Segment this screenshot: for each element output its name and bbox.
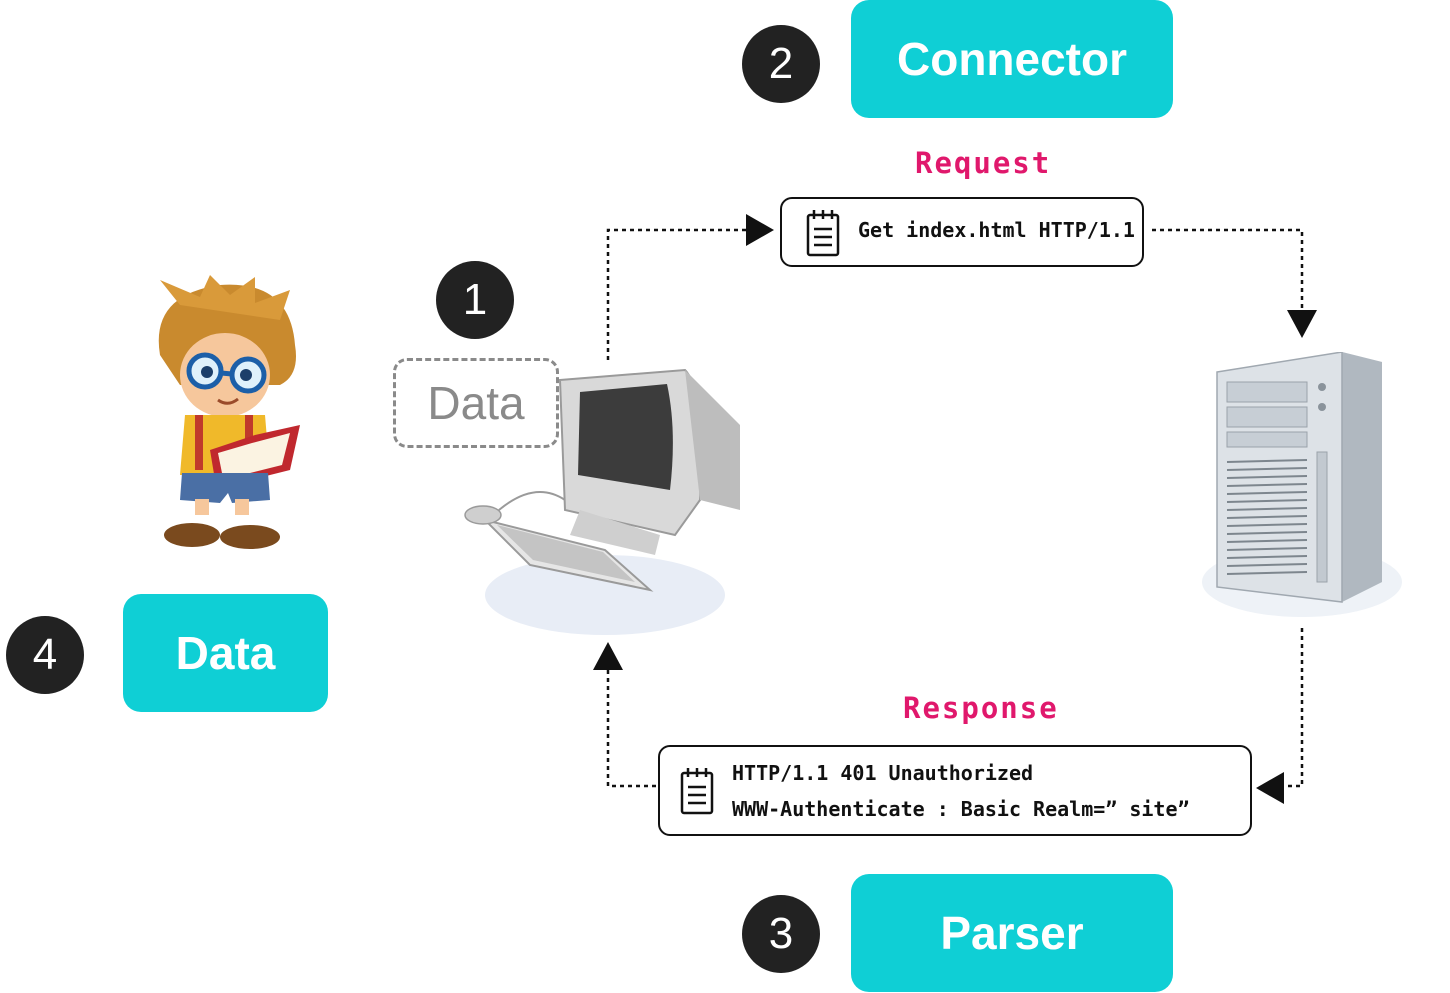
desktop-computer-icon bbox=[464, 368, 740, 635]
step-2-badge: 2 bbox=[742, 25, 820, 103]
request-title: Request bbox=[915, 146, 1052, 180]
document-icon bbox=[806, 210, 840, 257]
connector-label: Connector bbox=[851, 0, 1173, 118]
data-tag: Data bbox=[393, 358, 559, 448]
server-tower-icon bbox=[1202, 352, 1402, 617]
response-status-line: HTTP/1.1 401 Unauthorized bbox=[732, 761, 1034, 785]
step-4-badge: 4 bbox=[6, 616, 84, 694]
request-message-box: Get index.html HTTP/1.1 bbox=[780, 197, 1144, 267]
response-message-box: HTTP/1.1 401 Unauthorized WWW-Authentica… bbox=[658, 745, 1252, 836]
document-icon bbox=[680, 768, 714, 815]
response-title: Response bbox=[903, 691, 1059, 725]
parser-label: Parser bbox=[851, 874, 1173, 992]
response-auth-header: WWW-Authenticate : Basic Realm=” site” bbox=[732, 797, 1190, 821]
step-1-badge: 1 bbox=[436, 261, 514, 339]
data-label: Data bbox=[123, 594, 328, 712]
step-3-badge: 3 bbox=[742, 895, 820, 973]
request-line: Get index.html HTTP/1.1 bbox=[858, 218, 1135, 242]
boy-reader-icon bbox=[158, 275, 300, 549]
